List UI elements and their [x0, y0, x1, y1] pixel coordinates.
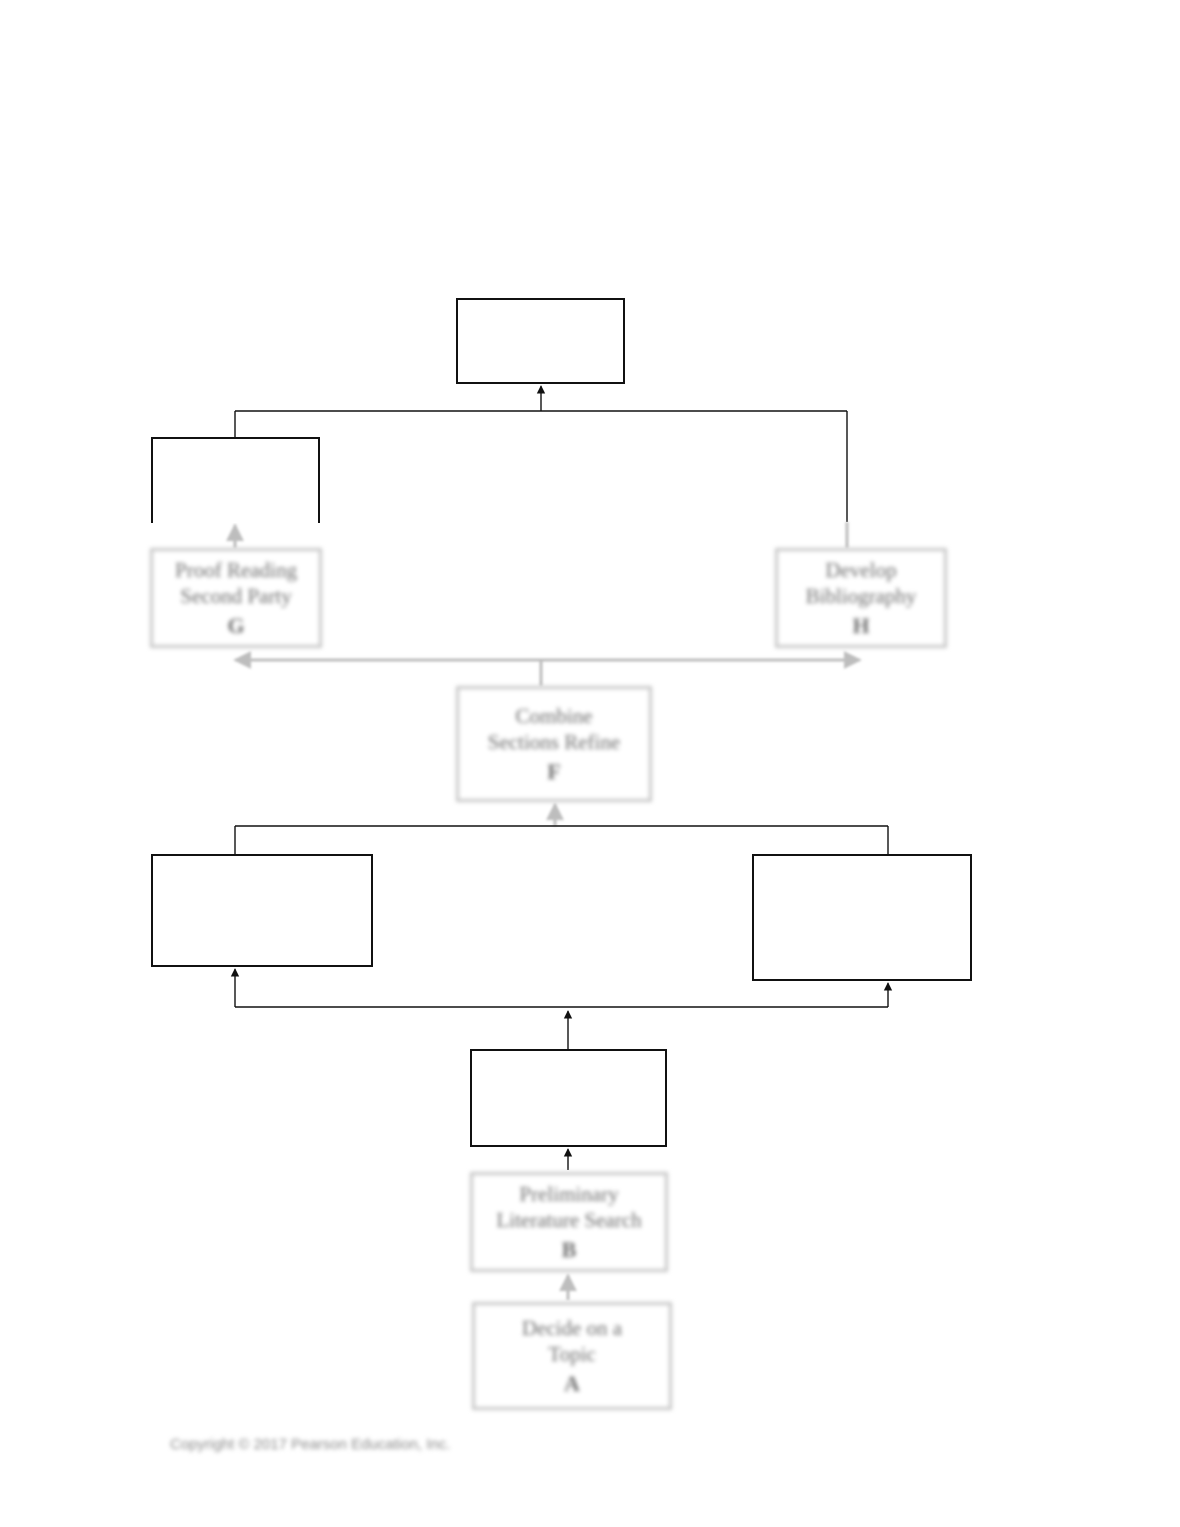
box-a-line1: Decide on a	[521, 1316, 623, 1340]
top-merge-connector	[234, 385, 848, 522]
box-f-line2: Sections Refine	[487, 730, 621, 754]
box-h-line2: Bibliography	[805, 584, 917, 608]
box-g-letter: G	[227, 613, 245, 638]
box-h-develop-bibliography: Develop Bibliography H	[775, 548, 947, 648]
box-a-letter: A	[564, 1371, 580, 1396]
box-b-preliminary-search: Preliminary Literature Search B	[470, 1172, 668, 1272]
box-f-line1: Combine	[515, 704, 593, 728]
split-connector	[230, 968, 893, 1170]
box-a-decide-topic: Decide on a Topic A	[472, 1302, 672, 1410]
middle-right-empty-box	[752, 854, 972, 981]
box-h-line1: Develop	[825, 558, 897, 582]
box-f-combine-sections: Combine Sections Refine F	[456, 686, 652, 802]
box-b-line1: Preliminary	[519, 1182, 619, 1206]
box-h-letter: H	[852, 613, 870, 638]
box-b-line2: Literature Search	[496, 1208, 642, 1232]
upper-left-empty-box	[151, 437, 320, 523]
middle-merge-connector	[234, 825, 889, 854]
box-g-line2: Second Party	[180, 584, 292, 608]
middle-left-empty-box	[151, 854, 373, 967]
box-b-letter: B	[561, 1237, 577, 1262]
box-a-line2: Topic	[548, 1342, 596, 1366]
lower-middle-empty-box	[470, 1049, 667, 1147]
box-g-proof-reading: Proof Reading Second Party G	[150, 548, 322, 648]
top-empty-box	[456, 298, 625, 384]
box-g-line1: Proof Reading	[175, 558, 297, 582]
faded-connectors	[226, 522, 862, 1300]
box-f-letter: F	[547, 759, 561, 784]
copyright-notice: Copyright © 2017 Pearson Education, Inc.	[170, 1436, 451, 1453]
